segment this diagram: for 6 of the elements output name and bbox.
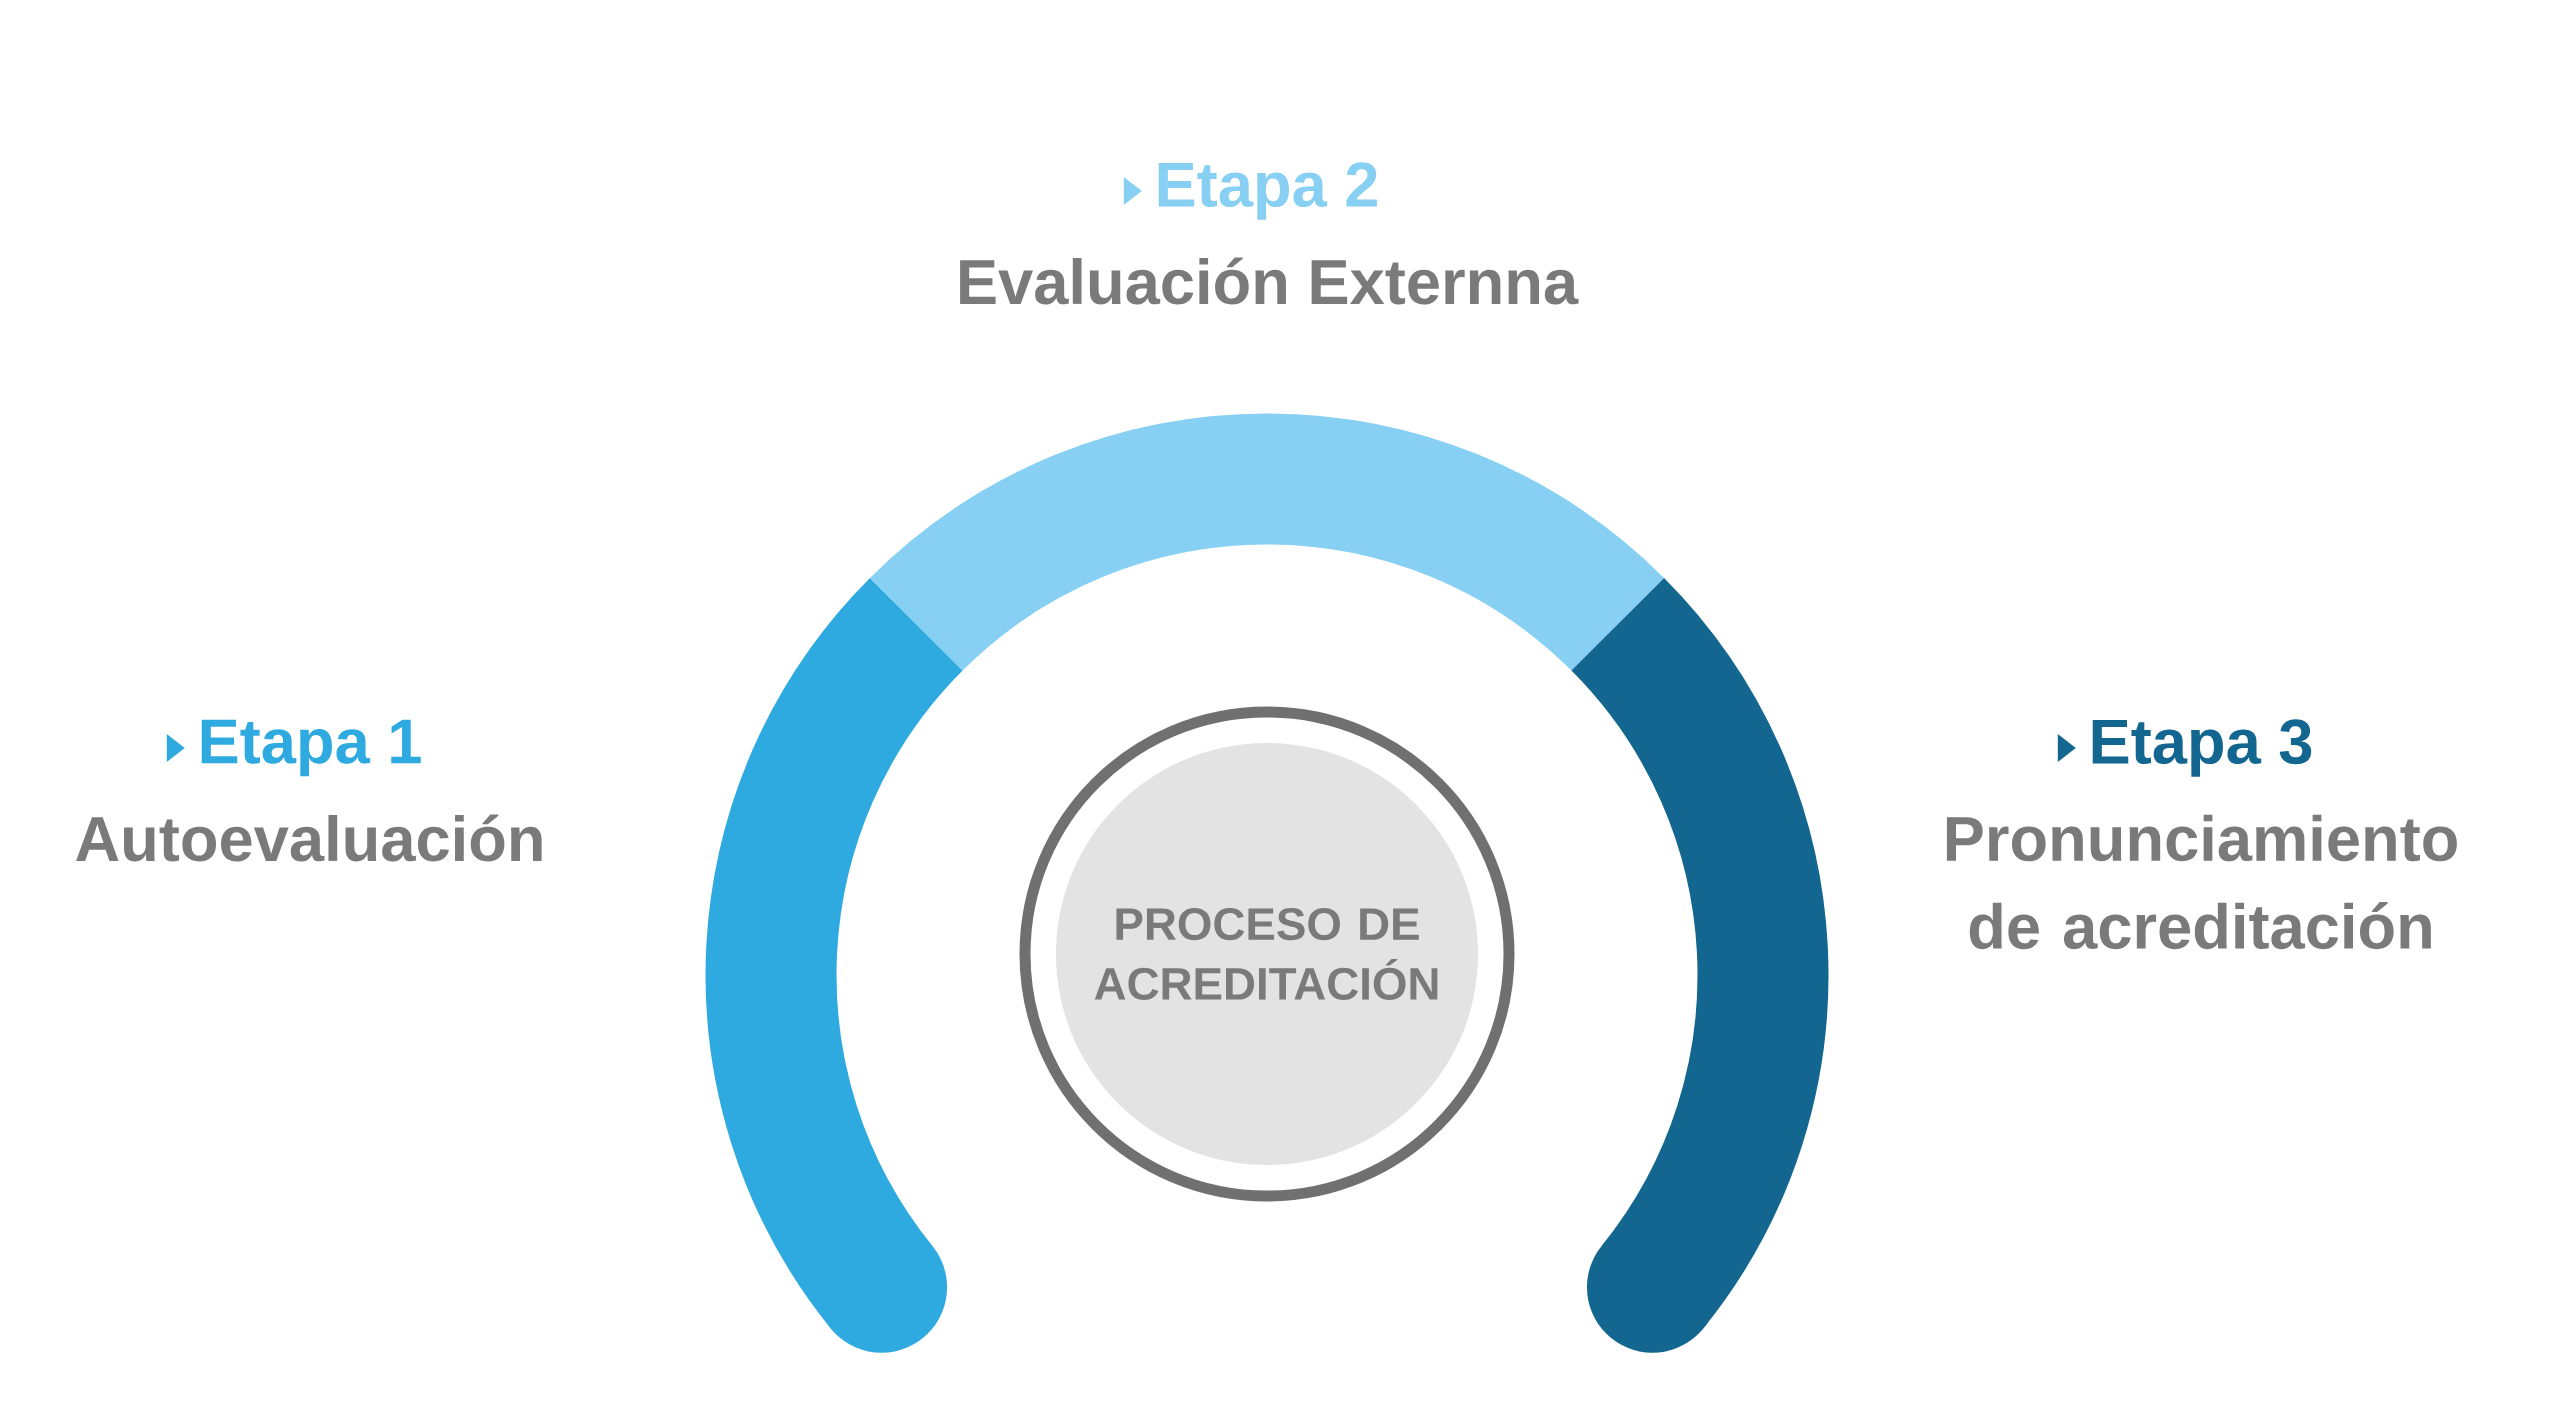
stage-title: Etapa 1 xyxy=(201,719,421,777)
stage-title: Etapa 3 xyxy=(2092,719,2312,777)
stage-title: Etapa 2 xyxy=(1158,162,1377,220)
stage-description: Evaluación Externna xyxy=(960,257,1579,305)
stage-description: Autoevaluación xyxy=(76,814,542,862)
stage-description: Pronunciamiento de acreditación xyxy=(1946,814,2457,950)
